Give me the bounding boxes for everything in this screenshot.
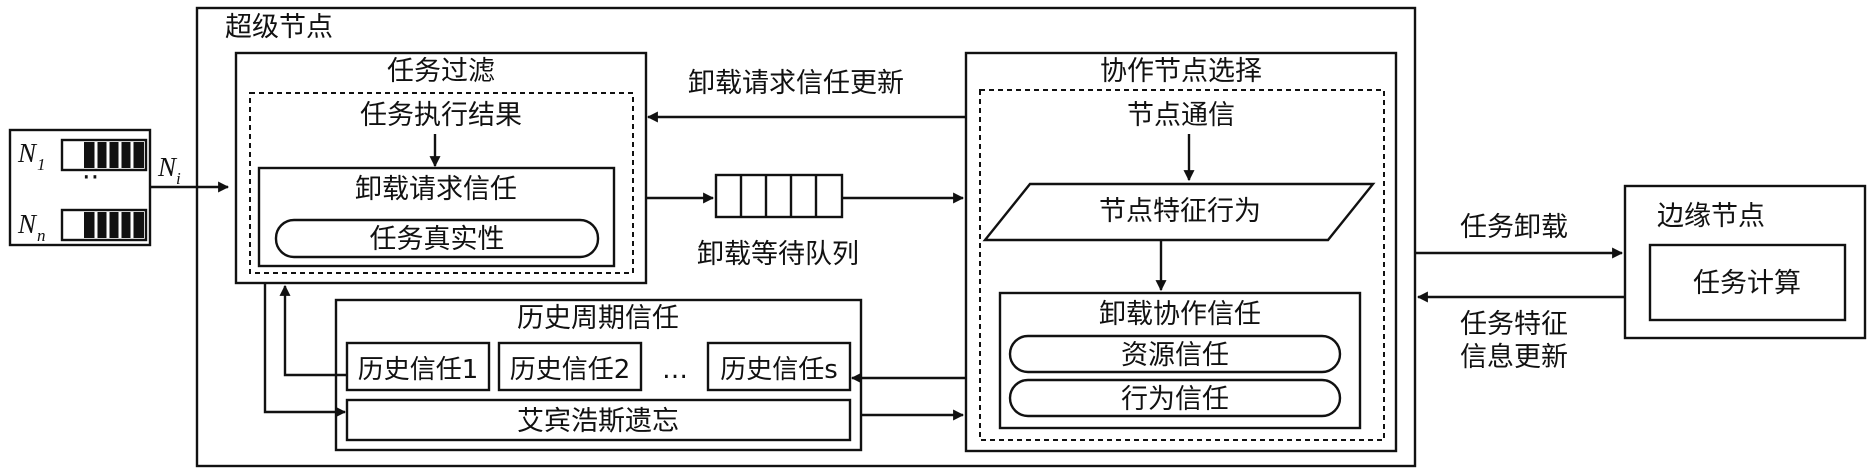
node-n1-label: N (17, 138, 38, 168)
edge-node-box: 边缘节点 任务计算 (1623, 184, 1867, 340)
super-node-box: 超级节点 (195, 6, 1417, 468)
node-nn-queue (60, 208, 148, 242)
ni-label: N (157, 152, 178, 182)
trust-update-label: 卸载请求信任更新 (688, 68, 904, 99)
coop-select-title: 协作节点选择 (1100, 56, 1262, 87)
history-trust-box: 历史周期信任 历史信任1 历史信任2 … 历史信任s 艾宾浩斯遗忘 (334, 298, 863, 452)
input-nodes: N 1 ·· N n (8, 128, 152, 247)
node-dots: ·· (82, 162, 99, 193)
history-title: 历史周期信任 (517, 303, 679, 334)
resource-trust-label: 资源信任 (1121, 340, 1229, 371)
queue-flow: 卸载等待队列 (646, 173, 965, 270)
node-n1-queue (60, 138, 148, 172)
offload-wait-queue (714, 173, 844, 219)
exec-result-label: 任务执行结果 (360, 100, 522, 131)
node-n1-subscript: 1 (37, 155, 46, 174)
coop-trust-label: 卸载协作信任 (1099, 299, 1261, 330)
request-trust-label: 卸载请求信任 (355, 174, 517, 205)
history-item-s: 历史信任s (720, 355, 838, 385)
node-nn-label: N (17, 209, 38, 239)
history-flow-arrows (263, 283, 965, 421)
feature-behavior-label: 节点特征行为 (1099, 196, 1261, 227)
offload-label: 任务卸载 (1460, 212, 1568, 243)
history-item-ellipsis: … (662, 355, 688, 385)
ni-subscript: i (176, 169, 181, 188)
task-filter-box: 任务过滤 任务执行结果 卸载请求信任 任务真实性 (234, 51, 648, 285)
authenticity-label: 任务真实性 (370, 224, 505, 255)
behavior-trust-label: 行为信任 (1121, 384, 1229, 415)
history-item-2: 历史信任2 (510, 355, 631, 385)
edge-node-title: 边缘节点 (1657, 201, 1765, 232)
coop-select-box: 协作节点选择 节点通信 节点特征行为 卸载协作信任 资源信任 行为信任 (964, 51, 1398, 453)
ni-arrow: N i (150, 152, 230, 193)
feature-update-label-1: 任务特征 (1460, 309, 1568, 340)
edge-flow-arrows: 任务卸载 任务特征 信息更新 (1415, 212, 1625, 373)
forgetting-label: 艾宾浩斯遗忘 (517, 406, 679, 437)
node-nn-subscript: n (37, 226, 46, 245)
compute-label: 任务计算 (1693, 268, 1801, 299)
super-node-label: 超级节点 (225, 12, 333, 43)
history-item-1: 历史信任1 (358, 355, 479, 385)
task-filter-title: 任务过滤 (387, 56, 495, 87)
communication-label: 节点通信 (1127, 100, 1235, 131)
feature-update-label-2: 信息更新 (1460, 342, 1568, 373)
queue-label: 卸载等待队列 (697, 239, 859, 270)
trust-update-arrow: 卸载请求信任更新 (646, 68, 965, 123)
